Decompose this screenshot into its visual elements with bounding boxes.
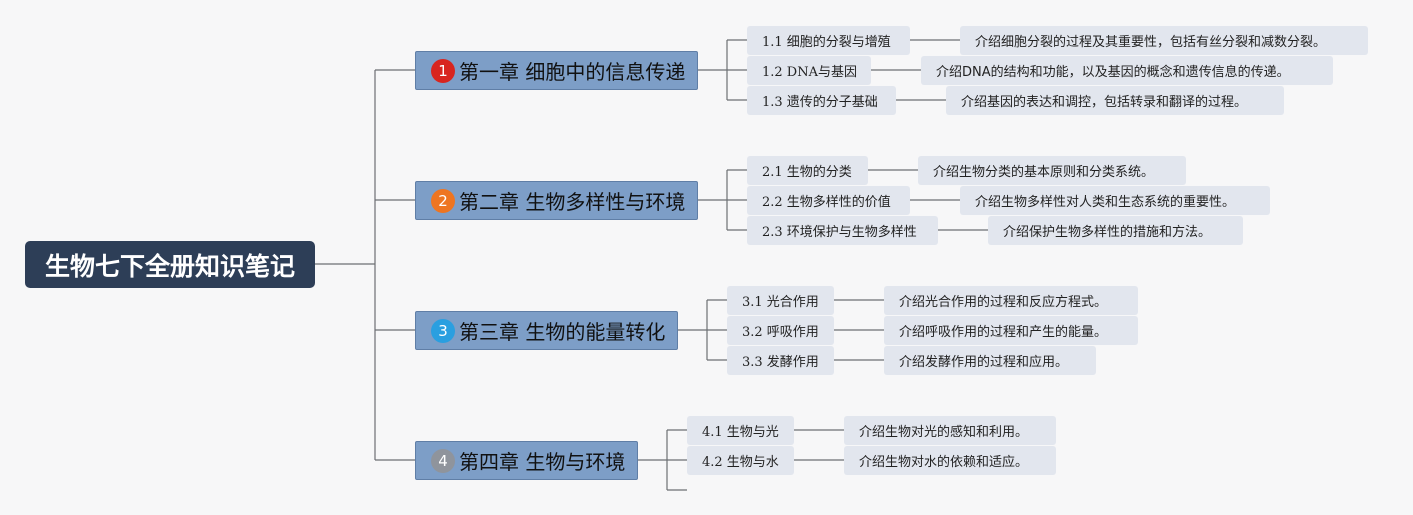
topic-node-2-3[interactable]: 2.3 环境保护与生物多样性: [747, 216, 938, 245]
desc-node-1-1[interactable]: 介绍细胞分裂的过程及其重要性，包括有丝分裂和减数分裂。: [960, 26, 1368, 55]
chapter-node-3[interactable]: 3 第三章 生物的能量转化: [415, 311, 678, 350]
chapter-node-1[interactable]: 1 第一章 细胞中的信息传递: [415, 51, 698, 90]
topic-node-4-1[interactable]: 4.1 生物与光: [687, 416, 794, 445]
desc-node-2-1[interactable]: 介绍生物分类的基本原则和分类系统。: [918, 156, 1186, 185]
chapter-title: 第三章 生物的能量转化: [459, 320, 666, 344]
chapter-title: 第一章 细胞中的信息传递: [459, 60, 686, 84]
topic-node-1-3[interactable]: 1.3 遗传的分子基础: [747, 86, 896, 115]
topic-node-4-2[interactable]: 4.2 生物与水: [687, 446, 794, 475]
chapter-number-badge: 4: [431, 448, 455, 473]
desc-node-3-1[interactable]: 介绍光合作用的过程和反应方程式。: [884, 286, 1138, 315]
topic-node-3-2[interactable]: 3.2 呼吸作用: [727, 316, 834, 345]
topic-node-2-1[interactable]: 2.1 生物的分类: [747, 156, 868, 185]
topic-node-2-2[interactable]: 2.2 生物多样性的价值: [747, 186, 910, 215]
desc-node-3-3[interactable]: 介绍发酵作用的过程和应用。: [884, 346, 1096, 375]
desc-node-4-2[interactable]: 介绍生物对水的依赖和适应。: [844, 446, 1056, 475]
topic-node-1-2[interactable]: 1.2 DNA与基因: [747, 56, 871, 85]
chapter-number-badge: 1: [431, 58, 455, 83]
desc-node-3-2[interactable]: 介绍呼吸作用的过程和产生的能量。: [884, 316, 1138, 345]
topic-node-1-1[interactable]: 1.1 细胞的分裂与增殖: [747, 26, 910, 55]
chapter-node-2[interactable]: 2 第二章 生物多样性与环境: [415, 181, 698, 220]
desc-node-2-3[interactable]: 介绍保护生物多样性的措施和方法。: [988, 216, 1243, 245]
topic-node-3-3[interactable]: 3.3 发酵作用: [727, 346, 834, 375]
desc-node-1-3[interactable]: 介绍基因的表达和调控，包括转录和翻译的过程。: [946, 86, 1284, 115]
topic-node-3-1[interactable]: 3.1 光合作用: [727, 286, 834, 315]
chapter-number-badge: 2: [431, 188, 455, 213]
desc-node-1-2[interactable]: 介绍DNA的结构和功能，以及基因的概念和遗传信息的传递。: [921, 56, 1333, 85]
desc-node-4-1[interactable]: 介绍生物对光的感知和利用。: [844, 416, 1056, 445]
chapter-node-4[interactable]: 4 第四章 生物与环境: [415, 441, 638, 480]
chapter-title: 第四章 生物与环境: [459, 450, 626, 474]
chapter-title: 第二章 生物多样性与环境: [459, 190, 686, 214]
root-node[interactable]: 生物七下全册知识笔记: [25, 241, 315, 288]
desc-node-2-2[interactable]: 介绍生物多样性对人类和生态系统的重要性。: [960, 186, 1270, 215]
chapter-number-badge: 3: [431, 318, 455, 343]
